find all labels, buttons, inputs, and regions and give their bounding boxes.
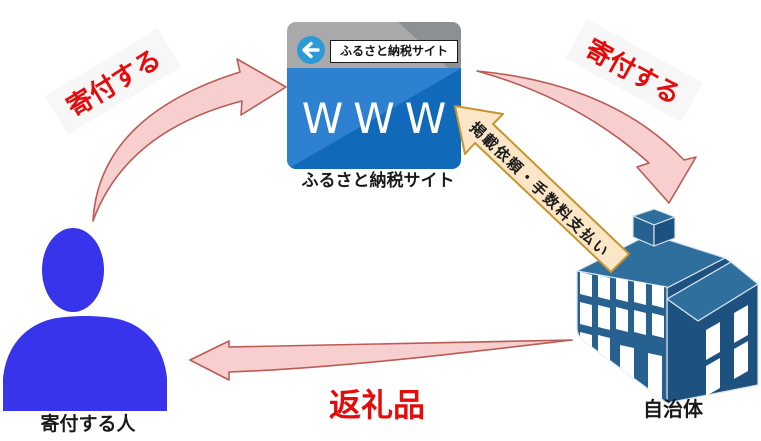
listing-fee-arrow — [454, 105, 630, 273]
back-icon — [297, 36, 325, 64]
site-caption: ふるさと納税サイト — [301, 171, 455, 190]
return-gift-arrow — [189, 339, 573, 381]
person-body — [3, 316, 167, 411]
donor-caption: 寄付する人 — [40, 414, 136, 435]
building-penthouse-side — [653, 216, 676, 247]
browser-toolbar: ふるさと納税サイト — [287, 22, 461, 68]
donate-arrow-right — [476, 70, 697, 204]
back-arrow-glyph — [302, 41, 320, 59]
donate-arrow-left — [92, 58, 287, 222]
person-head — [42, 228, 104, 312]
www-text: WWW — [301, 93, 457, 143]
return-gift-label: 返礼品 — [328, 387, 425, 423]
person-icon — [3, 228, 167, 411]
browser-page: WWW — [287, 68, 461, 169]
address-bar: ふるさと納税サイト — [330, 40, 458, 63]
website-icon: ふるさと納税サイト WWW — [287, 22, 461, 169]
building-side-windows — [706, 305, 748, 396]
municipality-caption: 自治体 — [643, 399, 703, 421]
